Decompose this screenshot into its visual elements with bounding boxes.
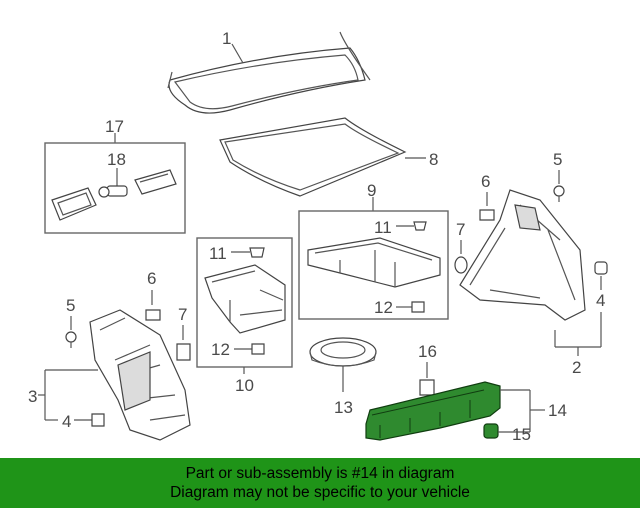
callout-4b: 4 [596,291,605,310]
part-3-left-trim [89,309,191,441]
callout-14: 14 [548,401,567,420]
part-16-clip [419,379,435,396]
part-7-cap-left [176,343,191,361]
box-9 [298,210,449,320]
callout-7a: 7 [178,305,187,324]
part-10-tray [204,264,286,334]
banner-line-1: Part or sub-assembly is #14 in diagram [185,465,455,482]
callout-13: 13 [334,398,353,417]
part-4-clip-left [91,413,105,427]
callout-7b: 7 [456,220,465,239]
callout-17: 17 [105,117,124,136]
part-18-bulb [98,185,128,198]
part-15-clip [483,423,499,439]
banner-line-2: Diagram may not be specific to your vehi… [170,484,470,501]
part-7-cap-right [454,256,468,274]
part-2-right-trim [459,189,586,321]
callout-12a: 12 [211,340,230,359]
parts-diagram: 1 8 17 18 9 11 12 11 12 10 [28,29,608,444]
callout-18: 18 [107,150,126,169]
part-13-cover [309,337,377,367]
part-5-bolt-left [65,331,77,348]
box-17 [44,142,186,234]
part-17-lamp [51,169,177,221]
callout-4a: 4 [62,412,71,431]
callout-5b: 5 [553,150,562,169]
part-6-clip-right [479,209,495,221]
part-5-bolt-right [553,185,565,202]
callout-15: 15 [512,425,531,444]
callout-8: 8 [429,150,438,169]
callout-10: 10 [235,376,254,395]
callout-3: 3 [28,387,37,406]
callout-2: 2 [572,358,581,377]
callout-11b: 11 [374,218,392,237]
part-8-mat [219,117,407,197]
callout-1: 1 [222,29,231,48]
callout-11a: 11 [209,244,227,263]
part-4-clip-right [594,261,608,275]
callout-16: 16 [418,342,437,361]
callout-6b: 6 [481,172,490,191]
part-9-tray [307,237,441,288]
info-banner: Part or sub-assembly is #14 in diagram D… [0,458,640,508]
callout-5a: 5 [66,296,75,315]
part-6-clip-left [145,309,161,321]
part-14-trim-highlight [365,381,501,441]
callout-12b: 12 [374,298,393,317]
callout-6a: 6 [147,269,156,288]
part-1-cover [167,31,371,114]
callout-9: 9 [367,181,376,200]
